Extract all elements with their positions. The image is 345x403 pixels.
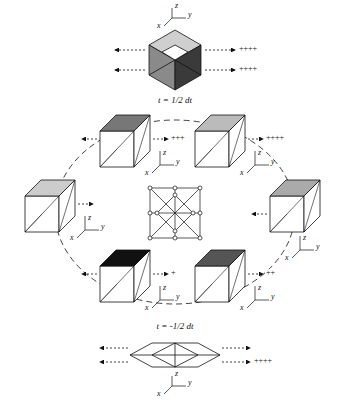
axis-label: z	[163, 149, 166, 157]
charge-mark: ++++	[238, 65, 258, 73]
dashed-cycle	[55, 120, 295, 304]
charge-mark: +++	[170, 134, 186, 142]
axis-label: x	[240, 304, 244, 312]
cube	[100, 250, 150, 302]
cube	[270, 180, 320, 232]
time-label: t = -1/2 dt	[157, 322, 194, 331]
axis-label: x	[145, 169, 149, 177]
cube	[195, 250, 245, 302]
axis-label: x	[157, 390, 161, 398]
bottom-face	[130, 343, 220, 367]
axis-label: x	[145, 304, 149, 312]
axis-label: y	[271, 158, 275, 166]
charge-mark: ++	[265, 269, 276, 277]
axis-label: x	[70, 234, 74, 242]
axis-label: z	[303, 234, 306, 242]
center-net	[148, 186, 202, 240]
axis-label: z	[258, 284, 261, 292]
axis-label: y	[176, 293, 180, 301]
time-label: t = 1/2 dt	[158, 96, 192, 105]
axis-label: y	[271, 293, 275, 301]
axis-label: z	[175, 2, 178, 10]
axis-label: z	[258, 149, 261, 157]
axis-label: x	[157, 22, 161, 30]
axis-label: z	[163, 284, 166, 292]
cube	[100, 115, 150, 167]
axis-label: y	[188, 379, 192, 387]
axis-label: y	[316, 243, 320, 251]
charge-mark: ++++	[265, 134, 285, 142]
cube	[25, 180, 75, 232]
axis-label: y	[176, 158, 180, 166]
axis-label: x	[285, 254, 289, 262]
cube	[195, 115, 245, 167]
axis-label: z	[88, 214, 91, 222]
axis-label: y	[101, 223, 105, 231]
axis-label: z	[175, 370, 178, 378]
charge-mark: ++++	[238, 45, 258, 53]
charge-mark: ++++	[253, 357, 273, 365]
axis-label: y	[188, 11, 192, 19]
charge-mark: +	[170, 269, 177, 277]
axis-label: x	[240, 169, 244, 177]
flow-arrows	[78, 50, 267, 362]
top-cube	[149, 30, 201, 90]
